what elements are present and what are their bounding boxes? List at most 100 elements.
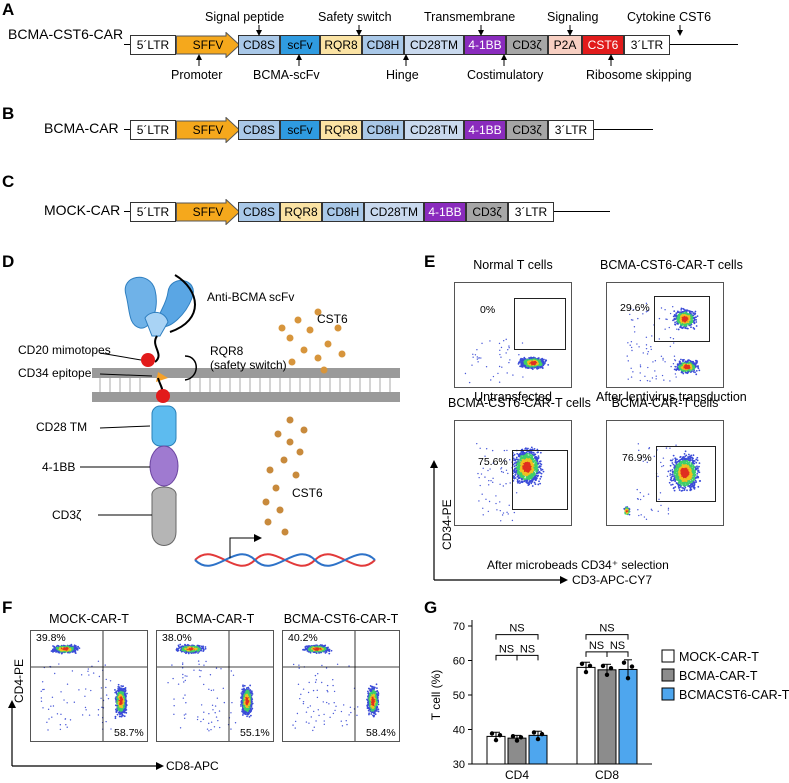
annotation-arrows-a — [196, 25, 683, 66]
bcma-segment-3ltr: 3´LTR — [548, 120, 594, 140]
flow-e-plot-0 — [454, 282, 572, 388]
panel-label-c: C — [2, 172, 15, 191]
y-tick-label-2: 50 — [453, 690, 465, 702]
bar-cd8-2 — [618, 668, 638, 765]
axis-label-cd8-apc: CD8-APC — [166, 759, 219, 773]
flow-f-title-0: MOCK-CAR-T — [49, 612, 129, 626]
dot-0-0-2 — [497, 732, 503, 738]
panel-label-g: G — [424, 598, 438, 617]
label-safety-switch: Safety switch — [318, 10, 392, 24]
dot-1-0-0 — [579, 661, 585, 666]
bcma-cst6-segment-41bb: 4-1BB — [464, 35, 506, 55]
bcma-segment-rqr8: RQR8 — [320, 120, 362, 140]
panel-label-f: F — [2, 598, 13, 617]
bcma-cst6-segment-cd3: CD3ζ — [506, 35, 548, 55]
dot-0-2-2 — [539, 731, 545, 737]
bcma-cst6-segment-cst6: CST6 — [582, 35, 624, 55]
sig-bracket-cd4-outer — [495, 634, 539, 640]
bcma-cst6-segment-rqr8: RQR8 — [320, 35, 362, 55]
dot-0-1-2 — [518, 735, 524, 740]
x-tick-label-1: CD8 — [595, 768, 619, 782]
scfv-bracket — [169, 274, 196, 333]
label-cd3z: CD3ζ — [52, 508, 82, 522]
mock-segment-3ltr: 3´LTR — [508, 202, 554, 222]
sig-bracket-cd4-b — [516, 654, 539, 661]
panel-label-d: D — [2, 252, 15, 271]
label-ribosome-skipping: Ribosome skipping — [586, 68, 692, 82]
flow-e-title-0: Normal T cells — [473, 258, 553, 272]
bcma-segment-41bb: 4-1BB — [464, 120, 506, 140]
flow-e-title-3: BCMA-CAR-T cells — [611, 396, 719, 410]
dot-0-1-0 — [510, 733, 516, 739]
dot-1-2-2 — [629, 664, 635, 669]
label-bcma-scfv: BCMA-scFv — [253, 68, 320, 82]
flow-e-gate-2 — [512, 450, 568, 510]
legend-label-2: BCMACST6-CAR-T — [679, 688, 789, 702]
bcma-segment-cd8h: CD8H — [362, 120, 404, 140]
cst6-particles-top — [278, 308, 346, 374]
label-safety-switch-d: (safety switch) — [210, 358, 287, 372]
sig-bracket-cd8-outer — [585, 634, 629, 640]
flow-e-pct-0: 0% — [480, 304, 496, 316]
y-tick-label-1: 40 — [453, 725, 465, 737]
label-cytokine-cst6: Cytokine CST6 — [627, 10, 712, 24]
cst6-particles-bottom — [262, 416, 308, 536]
flow-e-gate-0 — [514, 298, 566, 350]
flow-e-plot-3 — [606, 420, 724, 526]
flow-f-lr-pct-1: 55.1% — [240, 727, 270, 739]
bcma-cst6-segment-p2a: P2A — [548, 35, 582, 55]
cd20-mimotope-top — [141, 353, 155, 367]
flow-f-ul-pct-2: 40.2% — [288, 632, 318, 644]
flow-f-title-2: BCMA-CST6-CAR-T — [283, 612, 399, 626]
mock-segment-cd28tm: CD28TM — [364, 202, 424, 222]
bcma-cst6-segment-cd8s: CD8S — [238, 35, 280, 55]
sig-label-cd4-a: NS — [499, 643, 514, 655]
x-tick-label-0: CD4 — [505, 768, 529, 782]
panel-label-a: A — [2, 0, 15, 19]
dot-1-2-1 — [625, 675, 631, 681]
dot-1-1-2 — [608, 665, 614, 671]
sig-label-cd8-b: NS — [610, 640, 625, 652]
bar-cd8-1 — [597, 669, 617, 765]
flow-e-pct-1: 29.6% — [620, 302, 650, 314]
axis-label-cd3-apc-cy7: CD3-APC-CY7 — [572, 573, 653, 587]
legend-swatch-0 — [661, 649, 675, 663]
sig-label-cd4-b: NS — [520, 643, 535, 655]
mock-segment-41bb: 4-1BB — [424, 202, 466, 222]
flow-f-ul-pct-0: 39.8% — [36, 632, 66, 644]
dot-0-0-0 — [489, 731, 495, 736]
label-transmembrane: Transmembrane — [424, 10, 516, 24]
dot-1-2-0 — [621, 660, 627, 665]
flow-e-gate-3 — [656, 446, 716, 502]
mock-segment-5ltr: 5´LTR — [130, 202, 176, 222]
flow-e-title-1: BCMA-CST6-CAR-T cells — [600, 258, 743, 272]
bcma-cst6-segment-cd28tm: CD28TM — [404, 35, 464, 55]
flow-axes-e — [430, 460, 568, 584]
bcma-cst6-segment-cd8h: CD8H — [362, 35, 404, 55]
flow-f-lr-pct-2: 58.4% — [366, 727, 396, 739]
4-1bb-domain — [149, 445, 179, 487]
label-cst6-top: CST6 — [317, 312, 348, 326]
sig-label-cd8-a: NS — [589, 640, 604, 652]
flow-f-lr-pct-0: 58.7% — [114, 727, 144, 739]
flow-e-caption-1: After lentivirus transduction — [596, 390, 747, 404]
dot-1-0-1 — [583, 669, 589, 675]
legend-label-1: BCMA-CAR-T — [679, 669, 758, 683]
mock-segment-rqr8: RQR8 — [280, 202, 322, 222]
label-cd34-epitope: CD34 epitope — [18, 366, 92, 380]
dot-1-0-2 — [587, 663, 593, 669]
scfv-domain — [124, 276, 194, 337]
flow-e-plot-2 — [454, 420, 572, 526]
construct-name-bcma: BCMA-CAR — [44, 120, 119, 136]
dot-0-1-1 — [514, 738, 520, 743]
cd20-mimotope-bottom — [156, 389, 170, 403]
car-structure-diagram — [80, 274, 400, 567]
flow-e-plot-1 — [606, 282, 724, 388]
cell-membrane — [92, 368, 400, 402]
legend-label-0: MOCK-CAR-T — [679, 650, 759, 664]
dot-0-0-1 — [493, 737, 499, 743]
label-costimulatory: Costimulatory — [467, 68, 544, 82]
cd3z-domain — [151, 486, 177, 546]
label-cd20-mimotopes: CD20 mimotopes — [18, 343, 111, 357]
